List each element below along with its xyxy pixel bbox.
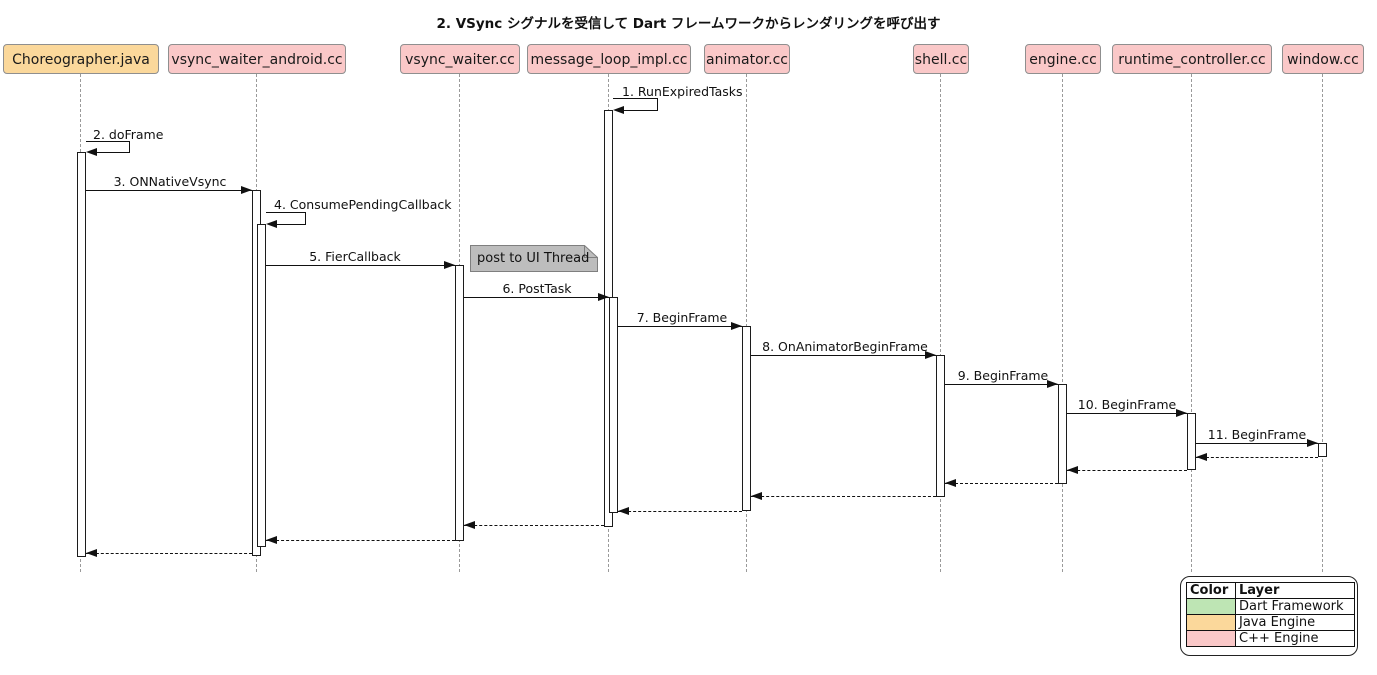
legend-label-dart: Dart Framework [1235, 598, 1355, 615]
participant-animator: animator.cc [704, 44, 790, 74]
message-label-begin-frame-9: 9. BeginFrame [957, 368, 1049, 383]
message-label-run-expired-tasks: 1. RunExpiredTasks [622, 84, 743, 99]
arrowhead-icon [731, 322, 742, 330]
activation-shell [936, 355, 945, 497]
legend-header-layer: Layer [1235, 582, 1355, 599]
participant-window: window.cc [1282, 44, 1364, 74]
message-label-do-frame: 2. doFrame [93, 127, 164, 142]
participant-engine: engine.cc [1025, 44, 1101, 74]
legend: Color Layer Dart Framework Java Engine C… [1180, 576, 1358, 656]
message-arrow-6 [464, 297, 609, 298]
activation-engine [1058, 384, 1067, 484]
activation-message-loop-nested [609, 297, 618, 513]
participant-message-loop-impl: message_loop_impl.cc [527, 44, 691, 74]
arrowhead-icon [241, 186, 252, 194]
message-label-fier-callback: 5. FierCallback [309, 249, 401, 264]
arrowhead-icon [1047, 380, 1058, 388]
message-arrow-7 [618, 326, 742, 327]
message-label-begin-frame-7: 7. BeginFrame [636, 310, 728, 325]
message-arrow-10 [1067, 413, 1187, 414]
message-arrow-3 [86, 190, 252, 191]
return-arrow-window-to-runtime-controller [1196, 457, 1318, 458]
note-shape [470, 245, 598, 272]
legend-row-dart-framework: Dart Framework [1186, 598, 1355, 615]
arrowhead-icon [86, 549, 97, 557]
arrowhead-icon [1307, 439, 1318, 447]
legend-header-color: Color [1186, 582, 1236, 599]
participant-choreographer-java: Choreographer.java [3, 44, 159, 74]
activation-window [1318, 443, 1327, 457]
lifeline-shell [940, 74, 941, 572]
message-label-consume-pending-callback: 4. ConsumePendingCallback [274, 197, 452, 212]
activation-runtime-controller [1187, 413, 1196, 470]
activation-animator [742, 326, 751, 511]
arrowhead-icon [1176, 409, 1187, 417]
arrowhead-icon [925, 351, 936, 359]
return-arrow-message-loop-to-vsync-waiter [464, 525, 604, 526]
arrowhead-icon [86, 148, 97, 156]
message-arrow-11 [1196, 443, 1318, 444]
message-label-post-task: 6. PostTask [502, 281, 572, 296]
message-label-on-native-vsync: 3. ONNativeVsync [113, 174, 227, 189]
arrowhead-icon [1196, 453, 1207, 461]
diagram-title: 2. VSync シグナルを受信して Dart フレームワークからレンダリングを… [436, 16, 941, 32]
activation-choreographer [77, 152, 86, 557]
return-arrow-vsync-waiter-android-to-choreographer [86, 553, 252, 554]
arrowhead-icon [266, 220, 277, 228]
legend-label-cpp: C++ Engine [1235, 630, 1355, 647]
return-arrow-engine-to-shell [945, 483, 1058, 484]
legend-swatch-dart [1186, 598, 1236, 615]
legend-row-cpp-engine: C++ Engine [1186, 630, 1355, 647]
arrowhead-icon [945, 479, 956, 487]
legend-swatch-cpp [1186, 630, 1236, 647]
message-label-begin-frame-10: 10. BeginFrame [1077, 397, 1177, 412]
lifeline-engine [1062, 74, 1063, 572]
lifeline-runtime-controller [1191, 74, 1192, 572]
message-arrow-2 [86, 141, 130, 142]
legend-swatch-java [1186, 614, 1236, 631]
lifeline-window [1322, 74, 1323, 572]
message-label-on-animator-begin-frame: 8. OnAnimatorBeginFrame [762, 339, 928, 354]
note-post-to-ui-thread: post to UI Thread [477, 251, 590, 266]
participant-runtime-controller: runtime_controller.cc [1112, 44, 1272, 74]
return-arrow-shell-to-animator [751, 496, 936, 497]
arrowhead-icon [618, 507, 629, 515]
legend-label-java: Java Engine [1235, 614, 1355, 631]
return-arrow-runtime-controller-to-engine [1067, 470, 1187, 471]
message-arrow-8 [751, 355, 936, 356]
participant-vsync-waiter-android: vsync_waiter_android.cc [168, 44, 346, 74]
participant-vsync-waiter: vsync_waiter.cc [400, 44, 520, 74]
legend-row-java-engine: Java Engine [1186, 614, 1355, 631]
message-arrow-5 [266, 265, 455, 266]
message-arrow-9 [945, 384, 1058, 385]
lifeline-animator [746, 74, 747, 572]
arrowhead-icon [464, 521, 475, 529]
participant-shell: shell.cc [913, 44, 969, 74]
arrowhead-icon [613, 106, 624, 114]
message-label-begin-frame-11: 11. BeginFrame [1207, 427, 1307, 442]
legend-table: Color Layer Dart Framework Java Engine C… [1186, 582, 1355, 647]
arrowhead-icon [598, 293, 609, 301]
arrowhead-icon [444, 261, 455, 269]
message-arrow-4 [266, 212, 306, 213]
arrowhead-icon [266, 536, 277, 544]
return-arrow-vsync-waiter-to-vsync-waiter-android [266, 540, 455, 541]
arrowhead-icon [751, 492, 762, 500]
return-arrow-animator-to-message-loop [618, 511, 742, 512]
message-arrow-1 [613, 98, 658, 99]
activation-vsync-waiter [455, 265, 464, 541]
arrowhead-icon [1067, 466, 1078, 474]
activation-vsync-waiter-android-nested [257, 224, 266, 547]
